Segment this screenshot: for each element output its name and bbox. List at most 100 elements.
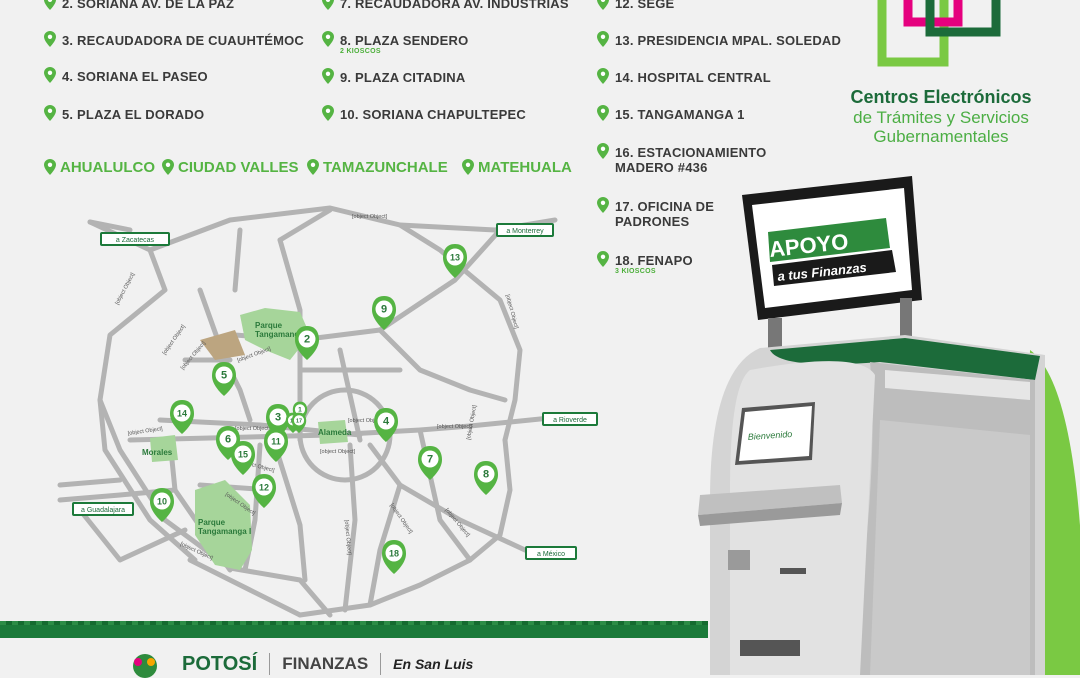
map-pin-icon bbox=[44, 31, 56, 47]
map-marker-2: 2 bbox=[295, 326, 319, 360]
map-pin-icon bbox=[597, 0, 609, 10]
cathedral-landmark bbox=[200, 330, 245, 360]
map-pin-icon bbox=[322, 68, 334, 84]
road-label: [object Object] bbox=[348, 418, 384, 424]
map-roads bbox=[57, 205, 578, 618]
park-tangamanga-i bbox=[195, 480, 252, 570]
road-label: [object Object] bbox=[235, 426, 271, 432]
location-label: 4. SORIANA EL PASEO bbox=[62, 69, 208, 84]
location-item: 3. RECAUDADORA DE CUAUHTÉMOC bbox=[44, 31, 305, 48]
city-item: AHUALULCO bbox=[44, 158, 155, 176]
location-label: 16. ESTACIONAMIENTO MADERO #436 bbox=[615, 145, 767, 175]
marker-number: 7 bbox=[427, 454, 433, 466]
location-label: 14. HOSPITAL CENTRAL bbox=[615, 70, 771, 85]
direction-label: a Rioverde bbox=[553, 417, 587, 424]
location-item: 9. PLAZA CITADINA bbox=[322, 68, 466, 85]
map-marker-14: 14 bbox=[170, 400, 194, 434]
marker-number: 9 bbox=[381, 304, 387, 316]
park-alameda bbox=[318, 420, 348, 444]
marker-number: 11 bbox=[271, 437, 281, 447]
map-marker-10: 10 bbox=[150, 488, 174, 522]
brand-logo-icon bbox=[877, 0, 1001, 67]
location-label: 13. PRESIDENCIA MPAL. SOLEDAD bbox=[615, 33, 842, 48]
map-pin-icon bbox=[597, 143, 609, 159]
location-item: 10. SORIANA CHAPULTEPEC bbox=[322, 105, 526, 122]
marker-number: 12 bbox=[259, 483, 269, 493]
potosi-logo-icon bbox=[133, 654, 157, 678]
city-label: MATEHUALA bbox=[478, 159, 572, 176]
marker-number: 10 bbox=[157, 497, 167, 507]
location-label: 7. RECAUDADORA AV. INDUSTRIAS bbox=[340, 0, 569, 11]
marker-number: 17 bbox=[296, 419, 302, 425]
location-item: 14. HOSPITAL CENTRAL bbox=[597, 68, 771, 85]
road-label: [object Object] bbox=[162, 324, 187, 357]
location-item: 5. PLAZA EL DORADO bbox=[44, 105, 205, 122]
map-marker-15: 15 bbox=[231, 441, 255, 475]
road-label: [object Object] bbox=[320, 449, 356, 455]
map-marker-12: 12 bbox=[252, 474, 276, 508]
road-label: [object Object] bbox=[437, 424, 473, 430]
location-label: 5. PLAZA EL DORADO bbox=[62, 107, 205, 122]
location-label: 12. SEGE bbox=[615, 0, 675, 11]
map-pin-icon bbox=[597, 197, 609, 213]
direction-label: a Guadalajara bbox=[81, 507, 125, 514]
map-pin-icon bbox=[597, 105, 609, 121]
marker-number: 5 bbox=[221, 370, 227, 382]
location-label: 3. RECAUDADORA DE CUAUHTÉMOC bbox=[62, 33, 305, 48]
map-marker-11: 11 bbox=[264, 428, 288, 462]
location-item: 12. SEGE bbox=[597, 0, 674, 11]
footer-band bbox=[0, 621, 708, 638]
kiosk-count: 2 KIOSCOS bbox=[340, 48, 381, 55]
direction-label: a Zacatecas bbox=[116, 237, 155, 244]
map-marker-9: 9 bbox=[372, 296, 396, 330]
location-label: 2. SORIANA AV. DE LA PAZ bbox=[62, 0, 235, 11]
map-pin-icon bbox=[322, 31, 334, 47]
marker-number: 8 bbox=[483, 469, 489, 481]
park-label: Alameda bbox=[318, 428, 352, 437]
map-marker-5: 5 bbox=[212, 362, 236, 396]
map-pin-icon bbox=[307, 158, 319, 175]
city-label: AHUALULCO bbox=[60, 159, 155, 176]
road-label: [object Object] bbox=[388, 503, 413, 536]
park-label: Morales bbox=[142, 448, 173, 457]
park-tangamanga-ii bbox=[240, 308, 310, 360]
marker-number: 2 bbox=[304, 334, 310, 346]
city-map: a Zacatecas a Monterrey a Rioverde a Gua… bbox=[57, 205, 598, 618]
map-pin-icon bbox=[462, 158, 474, 175]
footer-divider bbox=[380, 653, 382, 675]
map-pin-icon bbox=[44, 0, 56, 10]
kiosk-count: 3 KIOSCOS bbox=[615, 268, 656, 275]
map-marker-8: 8 bbox=[474, 461, 498, 495]
map-pin-icon bbox=[322, 105, 334, 121]
map-pin-icon bbox=[322, 0, 334, 10]
road-label: [object Object] bbox=[343, 520, 352, 556]
city-item: TAMAZUNCHALE bbox=[307, 158, 448, 176]
road-label: [object Object] bbox=[352, 214, 388, 220]
marker-number: 6 bbox=[225, 434, 231, 446]
location-label: 15. TANGAMANGA 1 bbox=[615, 107, 745, 122]
marker-number: 3 bbox=[275, 412, 281, 424]
direction-label: a Monterrey bbox=[506, 228, 544, 235]
location-label: 9. PLAZA CITADINA bbox=[340, 70, 466, 85]
footer-slogan: En San Luis bbox=[393, 656, 474, 672]
kiosk-illustration: APOYO a tus Finanzas Bienvenido bbox=[698, 176, 1080, 675]
map-pin-icon bbox=[597, 251, 609, 267]
map-marker-18: 18 bbox=[382, 540, 406, 574]
map-pin-icon bbox=[597, 31, 609, 47]
location-item: 4. SORIANA EL PASEO bbox=[44, 67, 208, 84]
road-label: [object Object] bbox=[180, 340, 207, 371]
location-item: 2. SORIANA AV. DE LA PAZ bbox=[44, 0, 234, 11]
road-label: [object Object] bbox=[114, 272, 136, 306]
footer-divider bbox=[269, 653, 271, 675]
map-pin-icon bbox=[44, 105, 56, 121]
location-label: 10. SORIANA CHAPULTEPEC bbox=[340, 107, 526, 122]
footer-logo-potosi: POTOSÍ bbox=[182, 652, 258, 675]
location-item: 7. RECAUDADORA AV. INDUSTRIAS bbox=[322, 0, 569, 11]
road-label: [object Object] bbox=[466, 404, 478, 440]
map-marker-7: 7 bbox=[418, 446, 442, 480]
